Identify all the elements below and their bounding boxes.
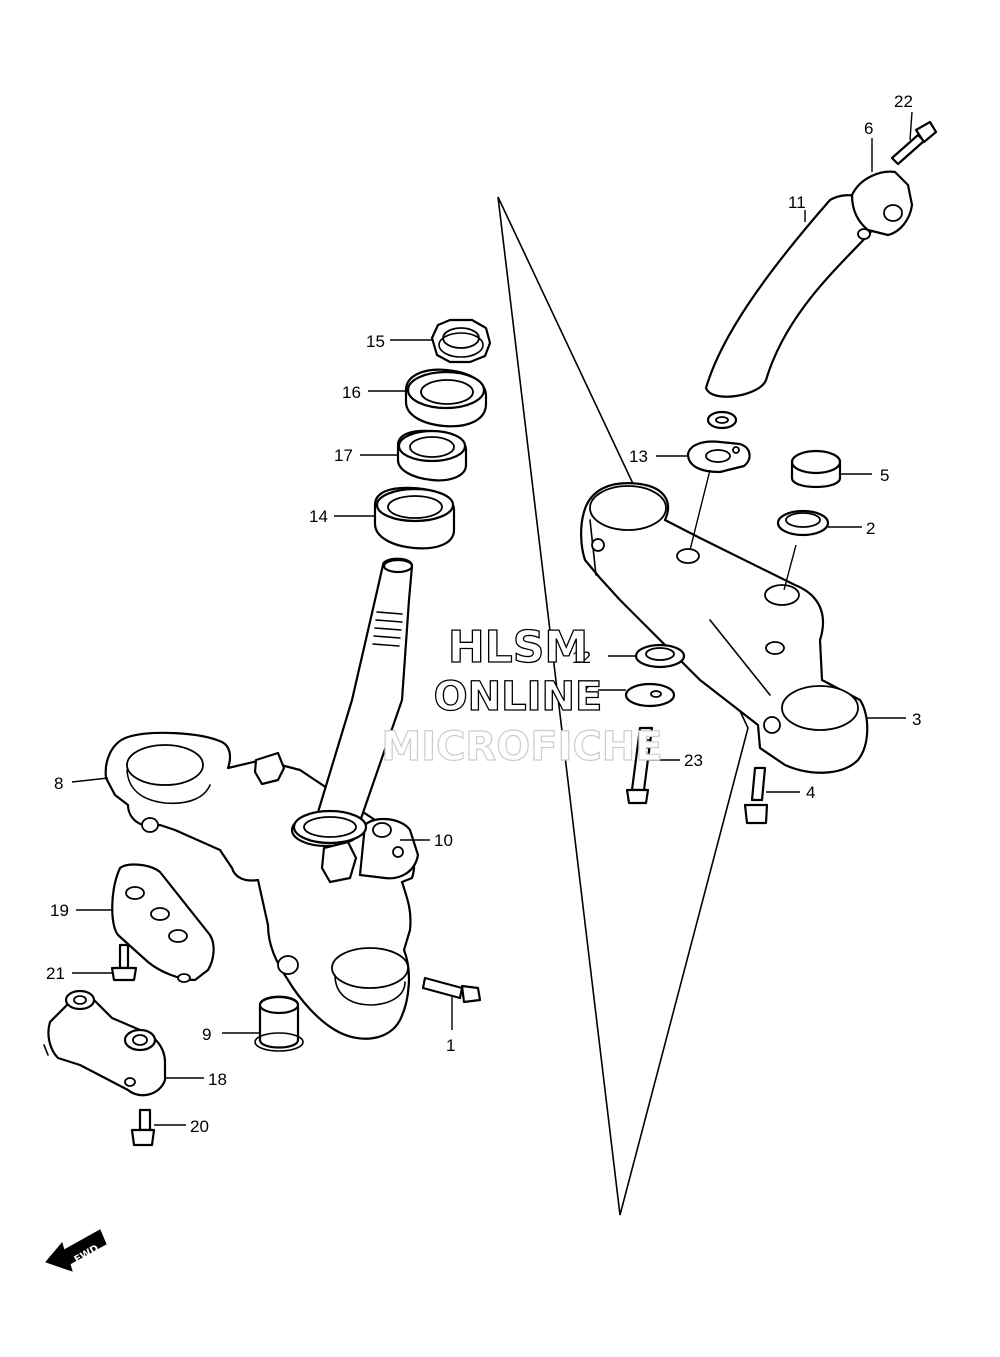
callout-11: 11 [788,193,806,212]
part-13-plate[interactable] [686,440,751,474]
part-22-screw[interactable] [890,120,938,166]
watermark-line-2: ONLINE [434,674,603,720]
part-19-clamp[interactable] [111,863,215,983]
watermark: HLSM ONLINE MICROFICHE [381,621,663,770]
part-7-washer[interactable] [624,682,676,708]
part-20-bolt[interactable] [130,1108,156,1147]
callout-6: 6 [864,119,873,138]
callout-4: 4 [806,783,815,802]
callout-15: 15 [366,332,385,351]
part-15-steering-nut[interactable] [430,318,492,364]
callout-1: 1 [446,1036,455,1055]
part-1-bolt[interactable] [421,976,482,1004]
leader-lines [71,111,913,1126]
callout-2: 2 [866,519,875,538]
watermark-line-3: MICROFICHE [381,724,662,770]
part-3-upper-bracket[interactable] [580,482,869,774]
part-10-stem-seal[interactable] [292,809,368,845]
callout-13: 13 [629,447,648,466]
callout-18: 18 [208,1070,227,1089]
part-2-washer[interactable] [776,509,830,537]
callout-3: 3 [912,710,921,729]
steering-stem-shaft [310,557,414,841]
part-17-upper-bearing[interactable] [396,429,468,482]
callout-5: 5 [880,466,889,485]
callout-7: 7 [580,682,589,701]
assembly-triangle-frame [497,196,749,1216]
callout-12: 12 [572,648,591,667]
fwd-arrow-icon: FWD [45,1229,107,1272]
part-5-cap[interactable] [790,449,842,488]
handlebar-washer [706,410,738,430]
watermark-line-1: HLSM [448,622,588,673]
part-6-holder[interactable] [850,170,914,240]
part-16-dust-seal[interactable] [404,368,488,428]
part-11-handlebar[interactable] [704,194,884,398]
part-18-bracket[interactable] [43,989,167,1097]
part-9-spacer[interactable] [254,995,304,1052]
part-4-bolt[interactable] [743,766,769,825]
callout-23: 23 [684,751,703,770]
callout-21: 21 [46,964,65,983]
callout-14: 14 [309,507,328,526]
callout-16: 16 [342,383,361,402]
callout-labels: 22 6 11 15 16 17 14 13 5 2 12 7 3 23 4 8… [46,92,921,1136]
callout-19: 19 [50,901,69,920]
callout-8: 8 [54,774,63,793]
callout-9: 9 [202,1025,211,1044]
part-21-bolt[interactable] [110,943,138,982]
part-23-bolt[interactable] [625,726,654,805]
callout-17: 17 [334,446,353,465]
callout-20: 20 [190,1117,209,1136]
callout-10: 10 [434,831,453,850]
part-12-washer[interactable] [634,643,686,669]
callout-22: 22 [894,92,913,111]
part-14-lower-bearing[interactable] [373,486,456,550]
